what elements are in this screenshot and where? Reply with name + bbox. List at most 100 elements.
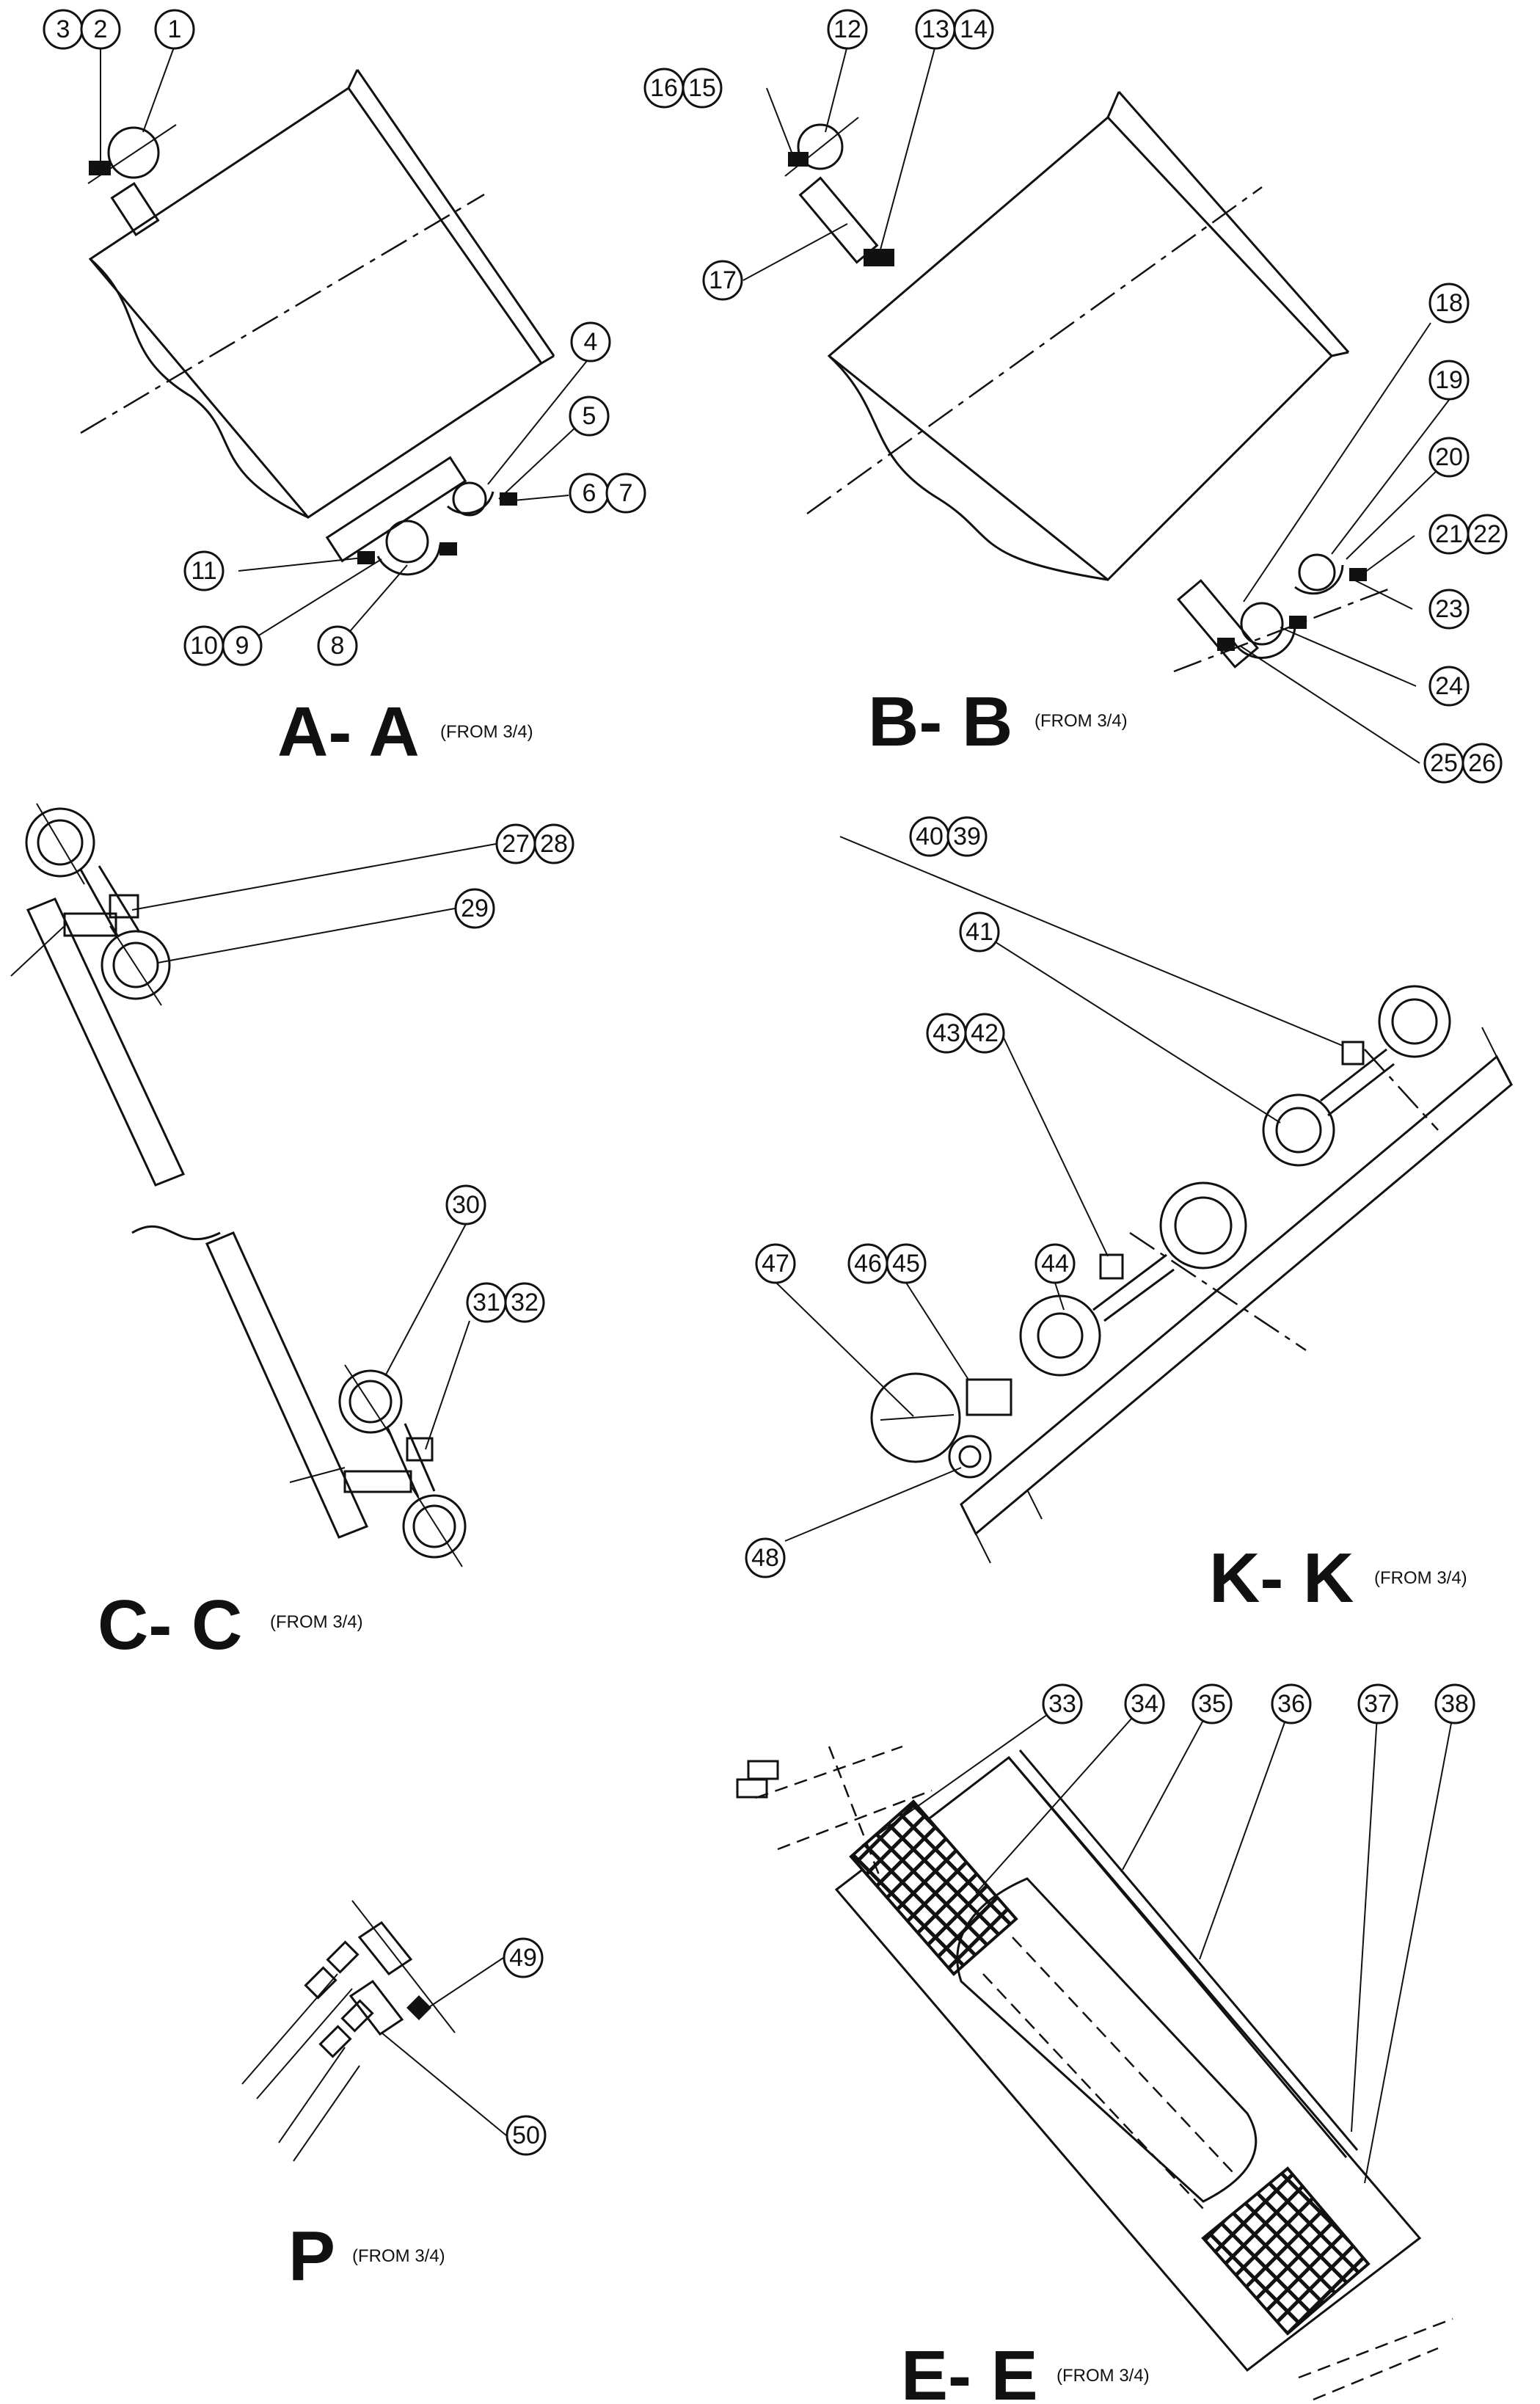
callout-32[interactable]: 32 bbox=[504, 1282, 545, 1323]
svg-text:44: 44 bbox=[1041, 1250, 1069, 1278]
svg-text:32: 32 bbox=[511, 1289, 539, 1316]
callout-14[interactable]: 14 bbox=[953, 9, 994, 50]
vessel-body-bb bbox=[827, 115, 1334, 582]
svg-text:26: 26 bbox=[1468, 749, 1496, 777]
clamp-kk-upper-ring1 bbox=[1378, 985, 1451, 1058]
callout-45[interactable]: 45 bbox=[886, 1243, 927, 1284]
callout-46[interactable]: 46 bbox=[847, 1243, 888, 1284]
svg-text:7: 7 bbox=[619, 479, 633, 507]
svg-text:34: 34 bbox=[1131, 1690, 1158, 1718]
callout-33[interactable]: 33 bbox=[1042, 1683, 1083, 1724]
callout-36[interactable]: 36 bbox=[1271, 1683, 1312, 1724]
view-k-k-ref: (FROM 3/4) bbox=[1374, 1568, 1467, 1588]
callout-4[interactable]: 4 bbox=[570, 321, 611, 363]
svg-text:21: 21 bbox=[1435, 520, 1463, 548]
svg-text:9: 9 bbox=[236, 632, 249, 660]
callout-42[interactable]: 42 bbox=[964, 1013, 1005, 1054]
callout-39[interactable]: 39 bbox=[946, 816, 988, 857]
callout-7[interactable]: 7 bbox=[605, 473, 646, 514]
svg-text:1: 1 bbox=[168, 15, 182, 43]
callout-21[interactable]: 21 bbox=[1428, 514, 1470, 555]
callout-38[interactable]: 38 bbox=[1434, 1683, 1475, 1724]
svg-text:36: 36 bbox=[1277, 1690, 1305, 1718]
packing-ee-upper bbox=[849, 1799, 1018, 1976]
callout-27[interactable]: 27 bbox=[495, 823, 536, 864]
packing-ee-lower bbox=[1201, 2166, 1371, 2336]
svg-text:4: 4 bbox=[584, 328, 598, 356]
element-ee bbox=[956, 1877, 1258, 2203]
callout-20[interactable]: 20 bbox=[1428, 437, 1470, 478]
callout-37[interactable]: 37 bbox=[1357, 1683, 1398, 1724]
callout-17[interactable]: 17 bbox=[702, 260, 743, 301]
housing-ee bbox=[834, 1755, 1422, 2372]
callout-bubbles: 3 2 1 4 5 6 7 11 10 9 8 16 15 12 13 14 1… bbox=[43, 9, 1508, 2156]
callout-22[interactable]: 22 bbox=[1467, 514, 1508, 555]
clamp-ring-bb-right bbox=[1298, 553, 1336, 591]
fitting-kk-48 bbox=[948, 1435, 992, 1479]
svg-text:47: 47 bbox=[762, 1250, 789, 1278]
svg-text:2: 2 bbox=[94, 15, 108, 43]
callout-12[interactable]: 12 bbox=[827, 9, 868, 50]
callout-2[interactable]: 2 bbox=[80, 9, 121, 50]
callout-41[interactable]: 41 bbox=[959, 911, 1000, 953]
callout-23[interactable]: 23 bbox=[1428, 589, 1470, 630]
svg-text:35: 35 bbox=[1198, 1690, 1226, 1718]
callout-31[interactable]: 31 bbox=[466, 1282, 507, 1323]
view-a-a-title: A- A bbox=[277, 693, 420, 771]
callout-28[interactable]: 28 bbox=[533, 823, 574, 864]
svg-text:11: 11 bbox=[191, 557, 216, 585]
callout-34[interactable]: 34 bbox=[1124, 1683, 1165, 1724]
svg-text:33: 33 bbox=[1048, 1690, 1076, 1718]
callout-5[interactable]: 5 bbox=[569, 396, 610, 437]
svg-text:3: 3 bbox=[56, 15, 70, 43]
svg-text:46: 46 bbox=[854, 1250, 882, 1278]
callout-50[interactable]: 50 bbox=[506, 2115, 547, 2156]
svg-text:24: 24 bbox=[1435, 672, 1463, 700]
callout-13[interactable]: 13 bbox=[915, 9, 956, 50]
callout-10[interactable]: 10 bbox=[183, 625, 225, 666]
callout-29[interactable]: 29 bbox=[454, 888, 495, 929]
callout-47[interactable]: 47 bbox=[755, 1243, 796, 1284]
svg-text:17: 17 bbox=[709, 266, 737, 294]
svg-text:31: 31 bbox=[472, 1289, 500, 1316]
callout-25[interactable]: 25 bbox=[1423, 743, 1464, 784]
mounting-plate-kk bbox=[960, 1055, 1513, 1536]
callout-15[interactable]: 15 bbox=[682, 68, 723, 109]
view-p: P (FROM 3/4) bbox=[241, 1900, 507, 2295]
view-c-c: C- C (FROM 3/4) bbox=[10, 803, 497, 1664]
callout-24[interactable]: 24 bbox=[1428, 666, 1470, 707]
view-e-e-title: E- E bbox=[901, 2336, 1038, 2404]
callout-26[interactable]: 26 bbox=[1461, 743, 1503, 784]
callout-6[interactable]: 6 bbox=[569, 473, 610, 514]
svg-text:49: 49 bbox=[509, 1944, 537, 1972]
callout-11[interactable]: 11 bbox=[183, 550, 225, 591]
pipe-kk-47 bbox=[870, 1372, 961, 1463]
view-c-c-ref: (FROM 3/4) bbox=[270, 1612, 363, 1632]
svg-text:25: 25 bbox=[1430, 749, 1458, 777]
svg-text:29: 29 bbox=[461, 895, 489, 922]
double-clamp-cc-bottom-ring1 bbox=[338, 1369, 403, 1434]
callout-16[interactable]: 16 bbox=[643, 68, 685, 109]
svg-text:19: 19 bbox=[1435, 366, 1463, 394]
callout-30[interactable]: 30 bbox=[445, 1184, 486, 1225]
callout-48[interactable]: 48 bbox=[745, 1537, 786, 1578]
clamp-kk-upper-ring2 bbox=[1262, 1093, 1335, 1167]
callout-44[interactable]: 44 bbox=[1034, 1243, 1076, 1284]
callout-43[interactable]: 43 bbox=[926, 1013, 967, 1054]
callout-18[interactable]: 18 bbox=[1428, 283, 1470, 324]
svg-text:41: 41 bbox=[966, 918, 993, 946]
callout-35[interactable]: 35 bbox=[1192, 1683, 1233, 1724]
svg-text:45: 45 bbox=[892, 1250, 920, 1278]
svg-text:27: 27 bbox=[502, 830, 530, 858]
callout-8[interactable]: 8 bbox=[317, 625, 358, 666]
callout-3[interactable]: 3 bbox=[43, 9, 84, 50]
view-b-b: B- B (FROM 3/4) bbox=[742, 45, 1450, 764]
view-k-k: K- K (FROM 3/4) bbox=[776, 836, 1513, 1617]
callout-1[interactable]: 1 bbox=[154, 9, 195, 50]
callout-49[interactable]: 49 bbox=[503, 1937, 544, 1978]
svg-text:38: 38 bbox=[1441, 1690, 1469, 1718]
callout-40[interactable]: 40 bbox=[909, 816, 950, 857]
callout-19[interactable]: 19 bbox=[1428, 360, 1470, 401]
double-clamp-cc-top-ring2 bbox=[101, 930, 171, 1000]
callout-9[interactable]: 9 bbox=[222, 625, 263, 666]
